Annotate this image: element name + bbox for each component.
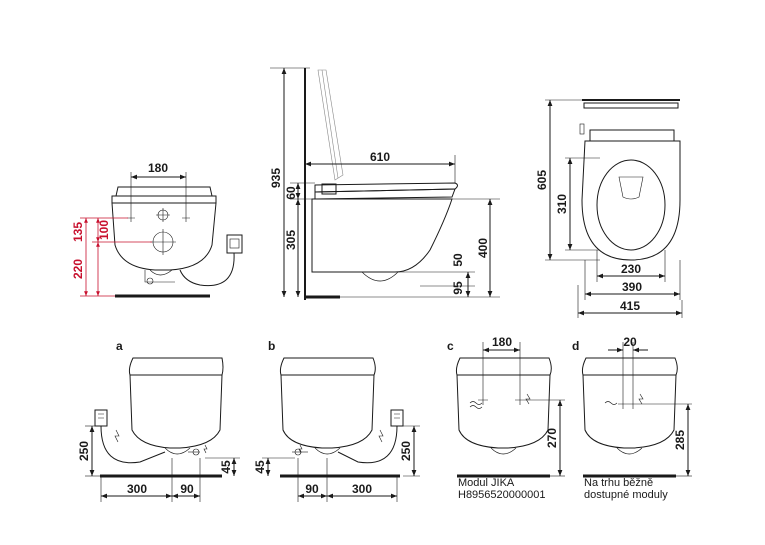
front-h220-label: 220 — [71, 259, 85, 279]
variant-b-letter: b — [268, 339, 275, 353]
variant-a-w90-label: 90 — [180, 482, 194, 496]
variant-b-w300-label: 300 — [352, 482, 372, 496]
front-view: 180 135 100 220 — [71, 161, 243, 298]
side-h95-label: 95 — [451, 281, 465, 295]
top-view: 605 310 230 390 415 — [535, 99, 683, 318]
variant-b: b 45 250 90 300 — [253, 339, 420, 502]
variant-a-letter: a — [116, 339, 123, 353]
variant-b-h45-label: 45 — [253, 460, 267, 474]
variant-d: d 20 285 Na trhu běžně dostupné moduly — [572, 335, 692, 501]
variant-d-caption-line2: dostupné moduly — [584, 489, 668, 501]
side-h935-label: 935 — [269, 168, 283, 188]
front-width-label: 180 — [148, 161, 168, 175]
socket-icon — [179, 234, 243, 287]
variant-c: c 180 270 Modul JIKA H8956520000001 — [447, 335, 565, 501]
variant-d-caption-line1: Na trhu běžně — [584, 477, 653, 489]
side-view: 935 60 305 610 400 50 95 — [269, 67, 500, 300]
top-w390-label: 390 — [622, 280, 642, 294]
variant-c-h270-label: 270 — [545, 428, 559, 448]
side-h400-label: 400 — [476, 238, 490, 258]
top-w230-label: 230 — [621, 262, 641, 276]
top-w415-label: 415 — [620, 299, 640, 313]
variant-b-h250-label: 250 — [399, 441, 413, 461]
front-h100-label: 100 — [97, 220, 111, 240]
variant-a-h45-label: 45 — [219, 460, 233, 474]
variant-c-caption-line1: Modul JIKA — [458, 477, 515, 489]
side-h50-label: 50 — [451, 253, 465, 267]
variant-d-h285-label: 285 — [673, 430, 687, 450]
variant-c-letter: c — [447, 339, 454, 353]
variant-d-w20-label: 20 — [623, 335, 637, 349]
side-depth610-label: 610 — [370, 150, 390, 164]
mounting-holes — [127, 208, 190, 255]
front-h135-label: 135 — [71, 222, 85, 242]
side-h305-label: 305 — [284, 230, 298, 250]
water-outlet-icon — [114, 429, 120, 443]
variant-c-w180-label: 180 — [492, 335, 512, 349]
top-depth605-label: 605 — [535, 170, 549, 190]
variant-b-w90-label: 90 — [305, 482, 319, 496]
variant-a-h250-label: 250 — [77, 441, 91, 461]
electric-outlet-icon — [525, 393, 531, 405]
variant-a-w300-label: 300 — [127, 482, 147, 496]
variant-d-letter: d — [572, 339, 579, 353]
variant-a: a 250 45 300 90 — [77, 339, 240, 502]
variant-c-caption-line2: H8956520000001 — [458, 489, 545, 501]
side-h60-label: 60 — [284, 186, 298, 200]
top-d310-label: 310 — [555, 194, 569, 214]
